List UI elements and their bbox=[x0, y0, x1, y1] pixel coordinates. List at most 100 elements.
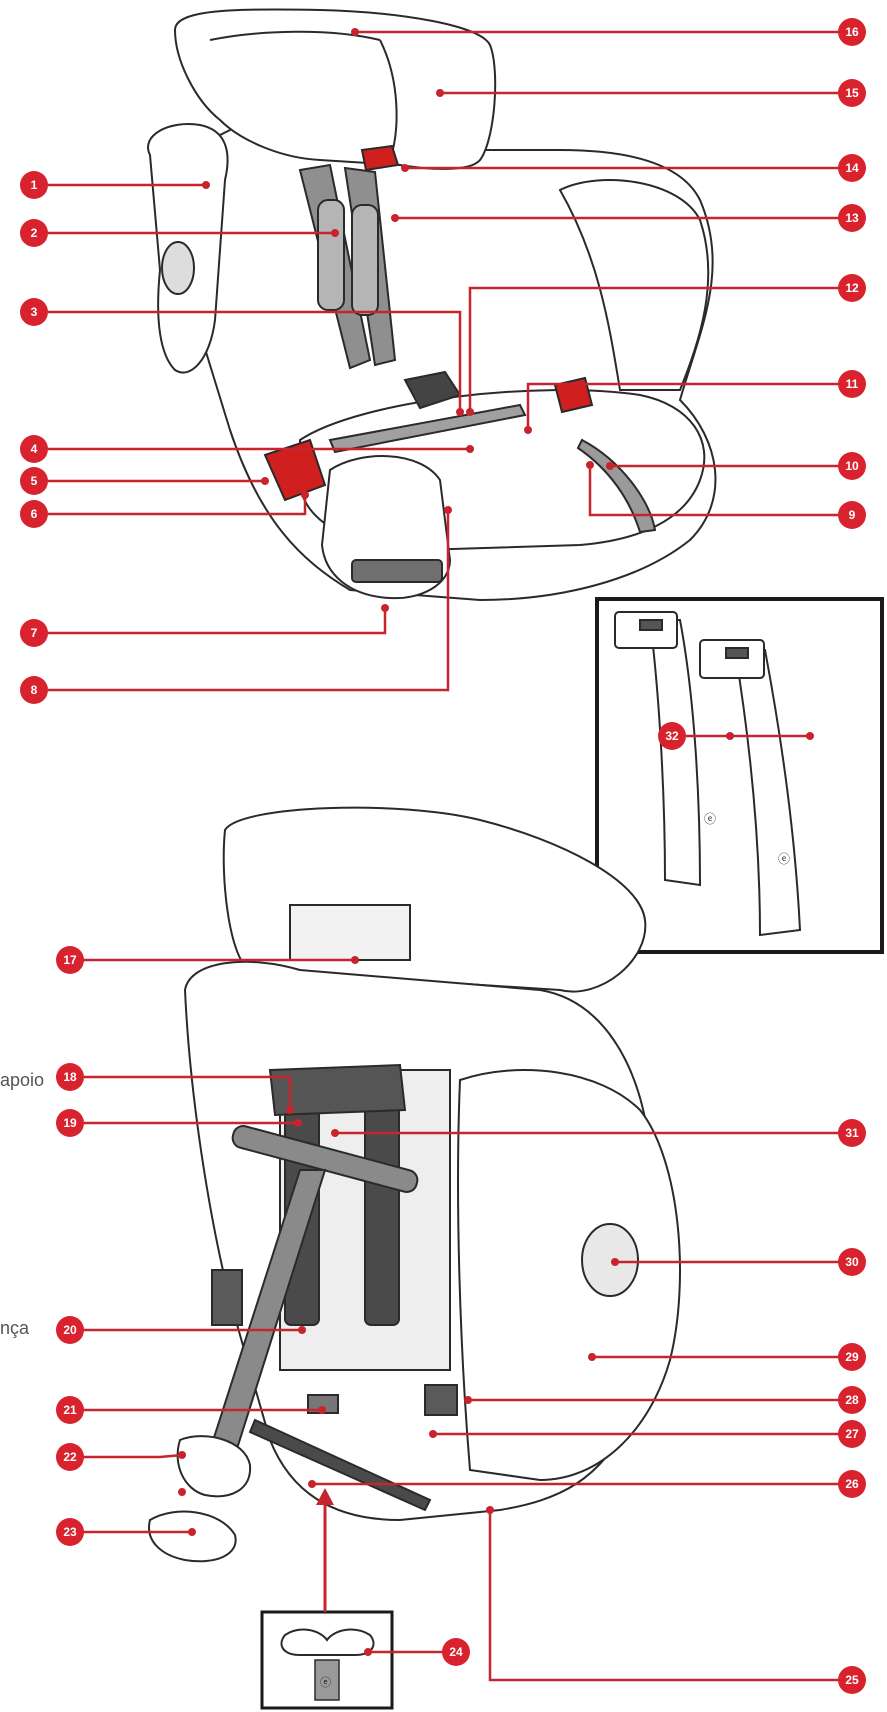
callout-24: 24 bbox=[442, 1638, 470, 1666]
chest-pad-right bbox=[351, 204, 379, 316]
callout-19: 19 bbox=[56, 1109, 84, 1137]
leader-22 bbox=[78, 1453, 183, 1459]
leader-dot-8 bbox=[444, 506, 452, 514]
leader-25 bbox=[488, 1510, 840, 1682]
svg-text:1: 1 bbox=[31, 178, 38, 192]
callout-14: 14 bbox=[838, 154, 866, 182]
leader-dot-12 bbox=[466, 408, 474, 416]
leader-dot-4 bbox=[466, 445, 474, 453]
support-leg-base bbox=[148, 1510, 237, 1563]
strap-mark-left: ⓔ bbox=[704, 812, 716, 826]
leader-dot-23 bbox=[188, 1528, 196, 1536]
callout-23: 23 bbox=[56, 1518, 84, 1546]
callout-21: 21 bbox=[56, 1396, 84, 1424]
callout-13: 13 bbox=[838, 204, 866, 232]
rear-adjuster bbox=[268, 1063, 407, 1117]
rear-strap-right bbox=[364, 1094, 400, 1326]
svg-text:3: 3 bbox=[31, 305, 38, 319]
leader-dot-25 bbox=[486, 1506, 494, 1514]
leader-dot-32b bbox=[806, 732, 814, 740]
callout-9: 9 bbox=[838, 501, 866, 529]
svg-text:7: 7 bbox=[31, 626, 38, 640]
leader-dot-13 bbox=[391, 214, 399, 222]
svg-text:6: 6 bbox=[31, 507, 38, 521]
leader-dot-6 bbox=[301, 491, 309, 499]
leader-dot-16 bbox=[351, 28, 359, 36]
svg-text:5: 5 bbox=[31, 474, 38, 488]
inset-arrow-head bbox=[316, 1488, 334, 1505]
callout-10: 10 bbox=[838, 452, 866, 480]
side-text-nca: nça bbox=[0, 1318, 30, 1338]
svg-text:19: 19 bbox=[63, 1116, 77, 1130]
svg-text:12: 12 bbox=[845, 281, 859, 295]
leader-dot-7 bbox=[381, 604, 389, 612]
chest-clip-mark: ⓔ bbox=[320, 1676, 331, 1689]
leader-dot-22a bbox=[178, 1451, 186, 1459]
callout-27: 27 bbox=[838, 1420, 866, 1448]
svg-text:29: 29 bbox=[845, 1350, 859, 1364]
callout-15: 15 bbox=[838, 79, 866, 107]
svg-text:9: 9 bbox=[849, 508, 856, 522]
callout-28: 28 bbox=[838, 1386, 866, 1414]
callout-5: 5 bbox=[20, 467, 48, 495]
svg-text:24: 24 bbox=[449, 1645, 463, 1659]
svg-text:23: 23 bbox=[63, 1525, 77, 1539]
leader-9 bbox=[588, 465, 840, 517]
svg-text:20: 20 bbox=[63, 1323, 77, 1337]
callout-11: 11 bbox=[838, 370, 866, 398]
callout-16: 16 bbox=[838, 18, 866, 46]
svg-text:28: 28 bbox=[845, 1393, 859, 1407]
red-belt-guide-right bbox=[553, 376, 594, 414]
leader-dot-15 bbox=[436, 89, 444, 97]
leader-dot-27 bbox=[429, 1430, 437, 1438]
leader-dot-30 bbox=[611, 1258, 619, 1266]
seat-rear-view bbox=[148, 806, 681, 1563]
svg-text:30: 30 bbox=[845, 1255, 859, 1269]
svg-text:13: 13 bbox=[845, 211, 859, 225]
leader-dot-11 bbox=[524, 426, 532, 434]
callout-29: 29 bbox=[838, 1343, 866, 1371]
leader-dot-32a bbox=[726, 732, 734, 740]
leader-dot-5 bbox=[261, 477, 269, 485]
leader-dot-10 bbox=[606, 462, 614, 470]
leader-dots bbox=[178, 28, 814, 1656]
rear-headrest bbox=[222, 806, 647, 993]
rear-bottom-strap bbox=[248, 1418, 432, 1512]
svg-text:17: 17 bbox=[63, 953, 77, 967]
leader-7 bbox=[48, 608, 387, 635]
callout-3: 3 bbox=[20, 298, 48, 326]
leader-dot-18 bbox=[286, 1106, 294, 1114]
headrest bbox=[173, 8, 497, 170]
callout-25: 25 bbox=[838, 1666, 866, 1694]
callout-18: 18 bbox=[56, 1063, 84, 1091]
leader-11 bbox=[526, 382, 840, 430]
leader-6 bbox=[48, 495, 307, 516]
svg-text:22: 22 bbox=[63, 1450, 77, 1464]
leader-lines bbox=[48, 30, 840, 1682]
chest-pad-left bbox=[317, 199, 345, 311]
strap-clip-right-slot bbox=[725, 647, 749, 659]
svg-text:18: 18 bbox=[63, 1070, 77, 1084]
leader-8 bbox=[48, 510, 450, 692]
callout-8: 8 bbox=[20, 676, 48, 704]
svg-text:21: 21 bbox=[63, 1403, 77, 1417]
rear-belt-holder-right bbox=[424, 1384, 458, 1416]
leader-dot-2 bbox=[331, 229, 339, 237]
leader-3 bbox=[48, 310, 462, 412]
callout-badges: 1 2 3 4 5 6 7 8 9 10 11 12 13 14 15 16 1… bbox=[20, 18, 866, 1694]
callout-12: 12 bbox=[838, 274, 866, 302]
leader-dot-26 bbox=[308, 1480, 316, 1488]
callout-17: 17 bbox=[56, 946, 84, 974]
strap-mark-right: ⓔ bbox=[778, 852, 790, 866]
rear-label-panel bbox=[289, 904, 411, 961]
right-armrest bbox=[558, 179, 710, 391]
callout-1: 1 bbox=[20, 171, 48, 199]
callout-2: 2 bbox=[20, 219, 48, 247]
callout-32: 32 bbox=[658, 722, 686, 750]
callout-22: 22 bbox=[56, 1443, 84, 1471]
leader-dot-31 bbox=[331, 1129, 339, 1137]
leader-dot-21 bbox=[318, 1406, 326, 1414]
leader-12 bbox=[468, 286, 840, 412]
red-shoulder-guide bbox=[360, 144, 400, 172]
leader-dot-9 bbox=[586, 461, 594, 469]
